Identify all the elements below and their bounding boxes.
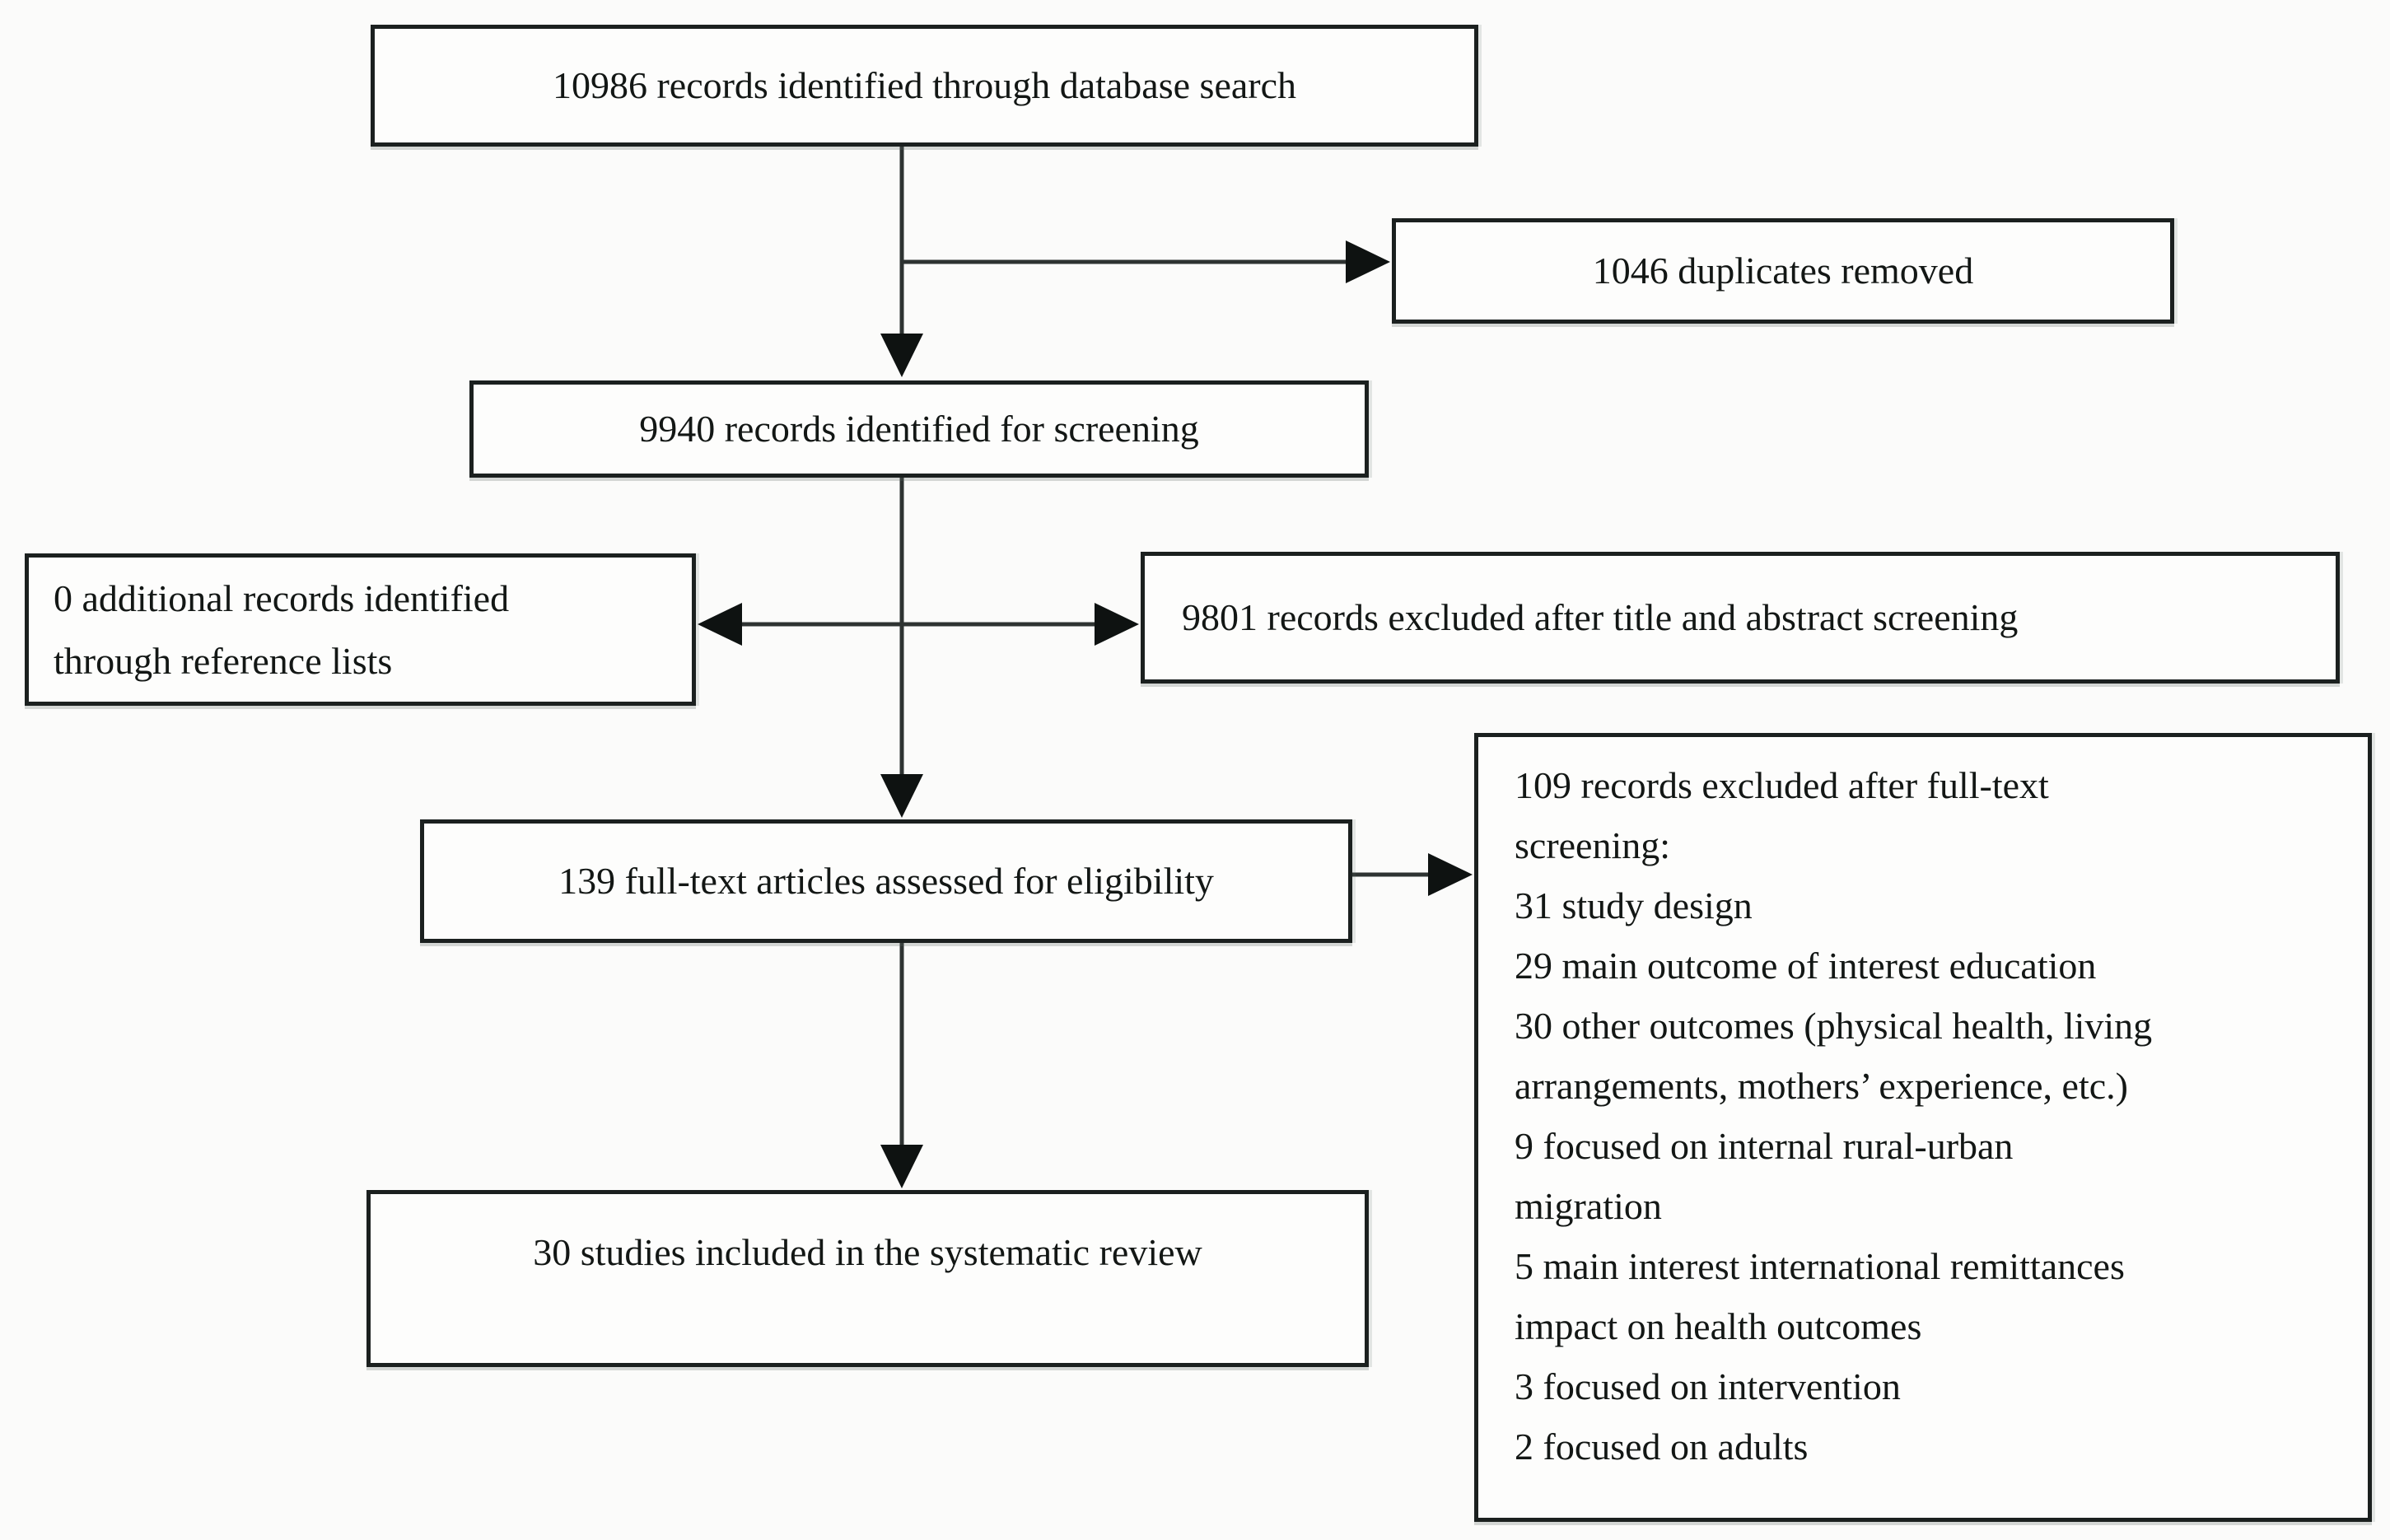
box-excluded-fulltext-line-9: 5 main interest international remittance…: [1515, 1245, 2125, 1287]
box-excluded-fulltext-line-11: 3 focused on intervention: [1515, 1365, 1901, 1407]
box-duplicates-removed-text: 1046 duplicates removed: [1592, 249, 1974, 292]
box-excluded-fulltext-line-4: 29 main outcome of interest education: [1515, 945, 2097, 987]
box-records-identified-text: 10986 records identified through databas…: [552, 63, 1297, 106]
box-duplicates-removed: 1046 duplicates removed: [1392, 218, 2174, 324]
arrow-fulltext-to-fulltext-excluded: [1352, 853, 1473, 896]
arrow-identified-to-screening: [880, 147, 923, 377]
box-excluded-title-abstract: 9801 records excluded after title and ab…: [1141, 552, 2340, 684]
box-studies-included: 30 studies included in the systematic re…: [366, 1190, 1369, 1367]
box-excluded-fulltext-line-1: 109 records excluded after full-text: [1515, 764, 2049, 806]
box-fulltext-assessed: 139 full-text articles assessed for elig…: [420, 819, 1352, 943]
box-records-for-screening: 9940 records identified for screening: [469, 380, 1369, 478]
box-records-for-screening-text: 9940 records identified for screening: [639, 407, 1199, 450]
box-excluded-fulltext: 109 records excluded after full-text scr…: [1474, 733, 2372, 1522]
box-records-identified: 10986 records identified through databas…: [371, 25, 1478, 147]
box-excluded-fulltext-line-5: 30 other outcomes (physical health, livi…: [1515, 1005, 2153, 1047]
arrow-screening-to-reference-lists: [698, 603, 902, 646]
box-excluded-fulltext-line-8: migration: [1515, 1185, 1662, 1227]
box-additional-records-line-1: 0 additional records identified: [54, 576, 510, 619]
arrow-identified-to-duplicates: [903, 240, 1390, 283]
box-fulltext-assessed-text: 139 full-text articles assessed for elig…: [558, 859, 1214, 902]
box-excluded-fulltext-line-12: 2 focused on adults: [1515, 1426, 1809, 1468]
box-excluded-fulltext-line-10: impact on health outcomes: [1515, 1305, 1922, 1347]
box-excluded-fulltext-line-3: 31 study design: [1515, 884, 1753, 926]
arrow-screening-to-fulltext: [880, 478, 923, 818]
box-excluded-fulltext-line-7: 9 focused on internal rural-urban: [1515, 1125, 2014, 1167]
box-additional-records-reference-lists: 0 additional records identified through …: [25, 553, 696, 706]
box-excluded-title-abstract-text: 9801 records excluded after title and ab…: [1182, 595, 2019, 638]
arrow-screening-to-title-abstract-excluded: [902, 603, 1139, 646]
box-studies-included-text: 30 studies included in the systematic re…: [533, 1231, 1202, 1273]
box-excluded-fulltext-line-6: arrangements, mothers’ experience, etc.): [1515, 1065, 2128, 1107]
box-additional-records-line-2: through reference lists: [54, 639, 393, 682]
arrow-fulltext-to-included: [880, 943, 923, 1188]
box-excluded-fulltext-line-2: screening:: [1515, 824, 1671, 866]
